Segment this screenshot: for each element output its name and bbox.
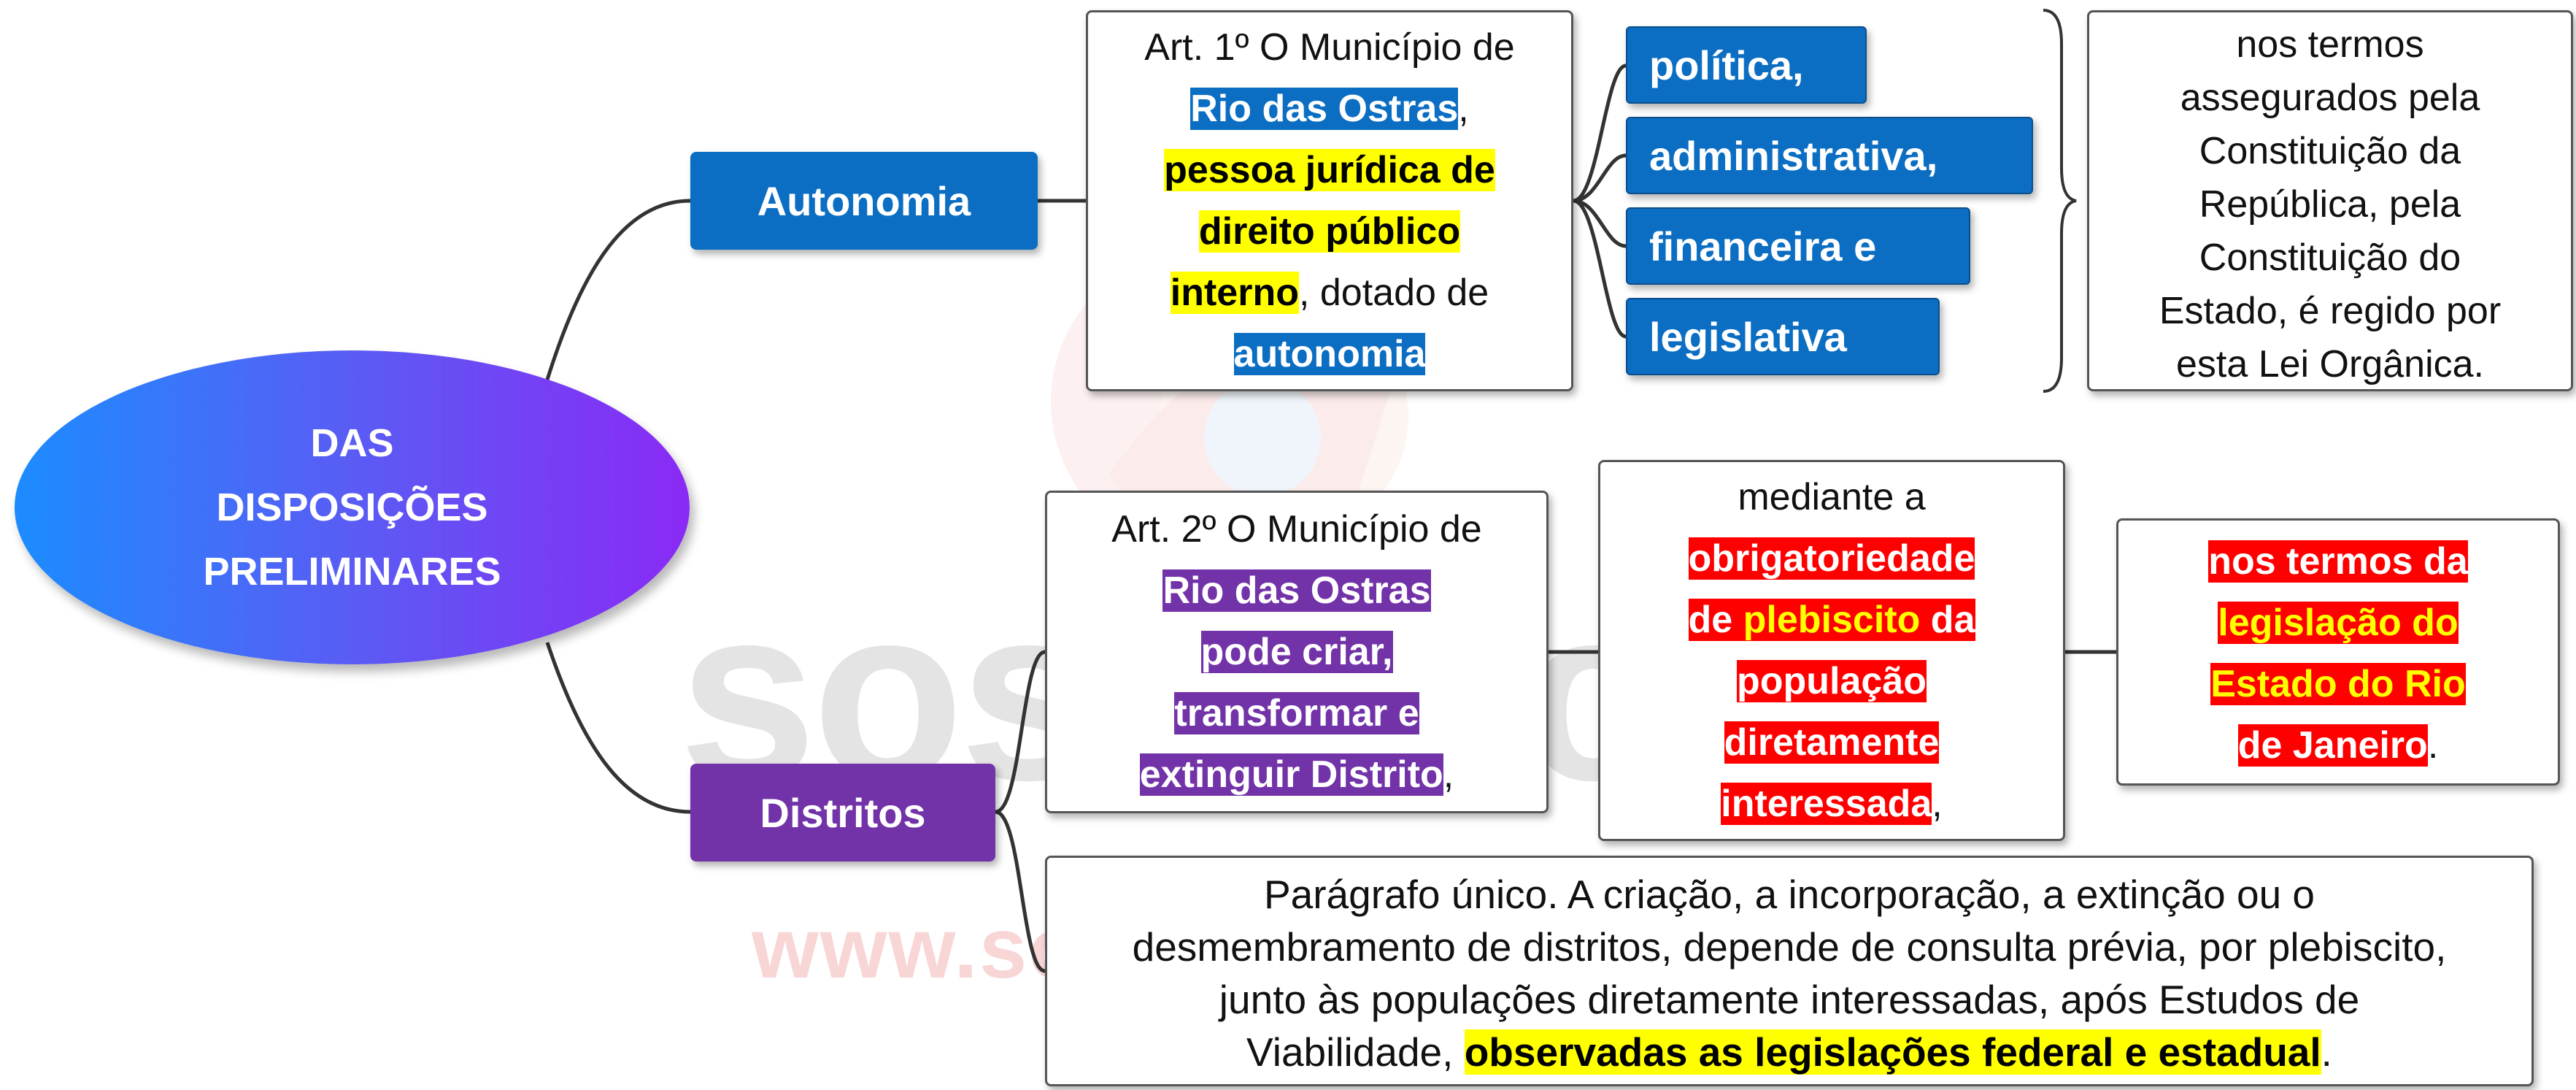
- pill-financeira[interactable]: financeira e: [1626, 207, 1970, 285]
- central-topic-label: DAS DISPOSIÇÕES PRELIMINARES: [203, 421, 501, 594]
- art2-line-5: extinguir Distrito: [1139, 753, 1443, 796]
- art1-line-4: direito público: [1198, 210, 1461, 253]
- art2-line-1: Art. 2º O Município de: [1111, 508, 1482, 550]
- art2-line-2: Rio das Ostras: [1162, 569, 1431, 612]
- branch-autonomia[interactable]: Autonomia: [690, 152, 1038, 250]
- plebiscito-highlight: plebiscito: [1743, 599, 1921, 641]
- connector-pill-4: [1573, 199, 1627, 339]
- pill-legislativa[interactable]: legislativa: [1626, 298, 1940, 375]
- mediante-line-1: mediante a: [1738, 476, 1926, 518]
- central-topic[interactable]: DAS DISPOSIÇÕES PRELIMINARES: [15, 350, 690, 664]
- art2-node[interactable]: Art. 2º O Município de Rio das Ostras po…: [1045, 491, 1549, 813]
- paragrafo-unico-node[interactable]: Parágrafo único. A criação, a incorporaç…: [1045, 856, 2534, 1086]
- connector-pill-3: [1573, 199, 1627, 248]
- branch-distritos[interactable]: Distritos: [690, 764, 995, 861]
- connector-distritos: [545, 642, 691, 814]
- art1-interno-highlight: interno: [1170, 272, 1299, 314]
- art1-autonomia-highlight: autonomia: [1233, 333, 1426, 375]
- mediante-node[interactable]: mediante a obrigatoriedade de plebiscito…: [1598, 460, 2065, 841]
- nos-termos-legislacao-node[interactable]: nos termos da legislação do Estado do Ri…: [2116, 518, 2560, 786]
- connector-paragrafo: [995, 810, 1046, 973]
- legislacoes-highlight: observadas as legislações federal e esta…: [1464, 1029, 2321, 1075]
- art1-line-1: Art. 1º O Município de: [1144, 26, 1515, 69]
- art2-line-4: transformar e: [1174, 692, 1419, 734]
- art2-line-3: pode criar,: [1200, 631, 1393, 673]
- curly-brace-icon: [2043, 9, 2077, 393]
- connector-art2: [995, 650, 1046, 814]
- pill-administrativa[interactable]: administrativa,: [1626, 117, 2033, 194]
- nos-termos-constituicao-node[interactable]: nos termos assegurados pela Constituição…: [2087, 10, 2573, 391]
- connector-autonomia: [545, 199, 691, 380]
- art1-line-3: pessoa jurídica de: [1164, 149, 1495, 191]
- connector-pill-1: [1573, 64, 1627, 203]
- art1-node[interactable]: Art. 1º O Município de Rio das Ostras, p…: [1086, 10, 1573, 391]
- pill-politica[interactable]: política,: [1626, 26, 1867, 104]
- connector-pill-2: [1573, 153, 1627, 203]
- art1-municipio-highlight: Rio das Ostras: [1190, 88, 1459, 130]
